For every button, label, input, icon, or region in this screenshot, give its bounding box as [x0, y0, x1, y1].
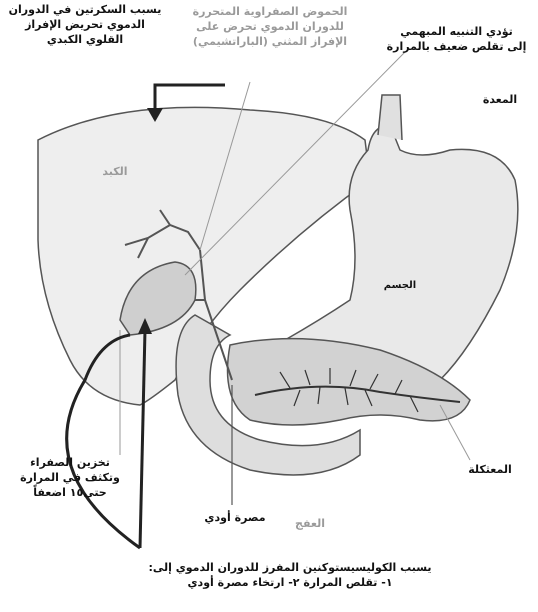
label-antrum: الجسم: [375, 278, 425, 293]
label-liver: الكبد: [95, 164, 135, 179]
label-oddi: مصرة أودي: [185, 510, 285, 525]
label-pancreas: المعثكلة: [455, 462, 525, 477]
label-cck: يسبب الكوليسيستوكنين المفرز للدوران الدم…: [140, 560, 440, 590]
label-duodenum: العفج: [285, 516, 335, 531]
label-stomach: المعدة: [470, 92, 530, 107]
esophagus-shape: [378, 95, 402, 140]
